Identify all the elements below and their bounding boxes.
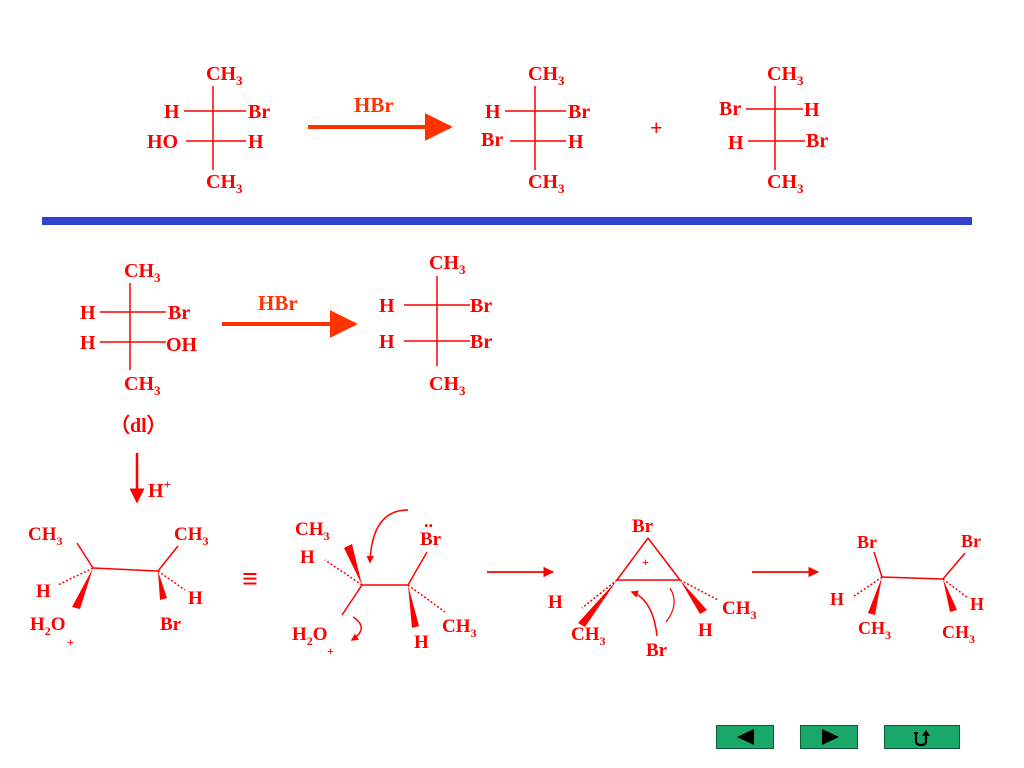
- fischer-product-2: CH3 H Br H Br CH3: [379, 252, 492, 398]
- mechanism-structure-3: Br + H CH3 CH3 H Br: [548, 516, 757, 661]
- triangle-right-icon: [822, 729, 839, 745]
- br-label: Br: [248, 101, 270, 123]
- mechanism-structure-1: CH3 CH3 H H H2O + Br: [28, 524, 209, 649]
- mechanism-structure-2: CH3 H Br .. H2O + CH3 H: [292, 509, 477, 658]
- br-label: Br: [470, 295, 492, 317]
- reagent-label: HBr: [354, 93, 394, 117]
- br-label: Br: [168, 302, 190, 324]
- ch3-label: CH3: [528, 171, 565, 196]
- br-label: Br: [160, 614, 182, 635]
- lone-pair: ..: [424, 511, 433, 531]
- catalyst-label: H+: [148, 477, 171, 502]
- reaction-arrow-1: HBr: [308, 93, 453, 141]
- ho-label: HO: [147, 131, 178, 153]
- return-icon: [914, 730, 930, 747]
- h-label: H: [188, 588, 203, 609]
- fischer-reactant-1: CH3 H Br HO H CH3: [147, 63, 270, 196]
- ch3-label: CH3: [942, 622, 975, 646]
- ch3-label: CH3: [429, 373, 466, 398]
- br-label: Br: [568, 101, 590, 123]
- h-label: H: [248, 131, 264, 153]
- ch3-label: CH3: [124, 260, 161, 285]
- h-label: H: [379, 331, 395, 353]
- ch3-label: CH3: [174, 524, 209, 548]
- ch3-label: CH3: [206, 171, 243, 196]
- triangle-left-icon: [737, 729, 754, 745]
- h-label: H: [970, 594, 984, 614]
- h2o-label: H2O: [30, 614, 66, 638]
- oh-label: OH: [166, 334, 198, 356]
- h-label: H: [698, 620, 713, 641]
- mechanism-structure-4: Br Br H H CH3 CH3: [830, 531, 984, 646]
- next-slide-button[interactable]: [800, 725, 858, 749]
- br-label: Br: [961, 531, 981, 551]
- br-label: Br: [646, 640, 668, 661]
- ch3-label: CH3: [124, 373, 161, 398]
- fischer-reactant-2: CH3 H Br H OH CH3 （dl）: [80, 260, 198, 437]
- reaction2: CH3 H Br H OH CH3 （dl） HBr CH3 H Br H Br…: [80, 252, 492, 504]
- br-label: Br: [857, 532, 877, 552]
- h2o-label: H2O: [292, 624, 328, 648]
- h-label: H: [36, 581, 51, 602]
- br-label: Br: [420, 529, 442, 550]
- ch3-label: CH3: [429, 252, 466, 277]
- acid-arrow: H+: [129, 453, 171, 504]
- br-label: Br: [632, 516, 654, 537]
- divider-bar: [42, 217, 972, 225]
- plus-sign: +: [650, 115, 663, 140]
- ch3-label: CH3: [206, 63, 243, 88]
- mechanism: CH3 CH3 H H H2O + Br ≡ CH3 H Br .. H2O +…: [28, 509, 984, 661]
- reaction-arrow-2: HBr: [222, 291, 358, 338]
- ch3-label: CH3: [442, 616, 477, 640]
- charge-plus: +: [642, 555, 649, 569]
- reaction1: CH3 H Br HO H CH3 HBr CH3 H Br Br H CH3 …: [147, 63, 828, 196]
- ch3-label: CH3: [767, 63, 804, 88]
- h-label: H: [548, 592, 563, 613]
- fischer-product-1a: CH3 H Br Br H CH3: [481, 63, 590, 196]
- equivalence-sign: ≡: [242, 564, 258, 595]
- h-label: H: [728, 132, 744, 154]
- ch3-label: CH3: [571, 624, 606, 648]
- charge-plus: +: [67, 635, 74, 649]
- h-label: H: [414, 632, 429, 653]
- h-label: H: [485, 101, 501, 123]
- h-label: H: [80, 302, 96, 324]
- h-label: H: [830, 589, 844, 609]
- br-label: Br: [470, 331, 492, 353]
- ch3-label: CH3: [858, 618, 891, 642]
- return-button[interactable]: [884, 725, 960, 749]
- br-label: Br: [481, 129, 503, 151]
- h-label: H: [80, 332, 96, 354]
- h-label: H: [164, 101, 180, 123]
- ch3-label: CH3: [767, 171, 804, 196]
- br-label: Br: [719, 98, 741, 120]
- ch3-label: CH3: [528, 63, 565, 88]
- reagent-label: HBr: [258, 291, 298, 315]
- h-label: H: [300, 547, 315, 568]
- br-label: Br: [806, 130, 828, 152]
- previous-slide-button[interactable]: [716, 725, 774, 749]
- ch3-label: CH3: [295, 519, 330, 543]
- ch3-label: CH3: [28, 524, 63, 548]
- ch3-label: CH3: [722, 598, 757, 622]
- charge-plus: +: [327, 644, 334, 658]
- h-label: H: [379, 295, 395, 317]
- stereo-label: （dl）: [110, 414, 167, 437]
- h-label: H: [568, 131, 584, 153]
- fischer-product-1b: CH3 Br H H Br CH3: [719, 63, 828, 196]
- h-label: H: [804, 99, 820, 121]
